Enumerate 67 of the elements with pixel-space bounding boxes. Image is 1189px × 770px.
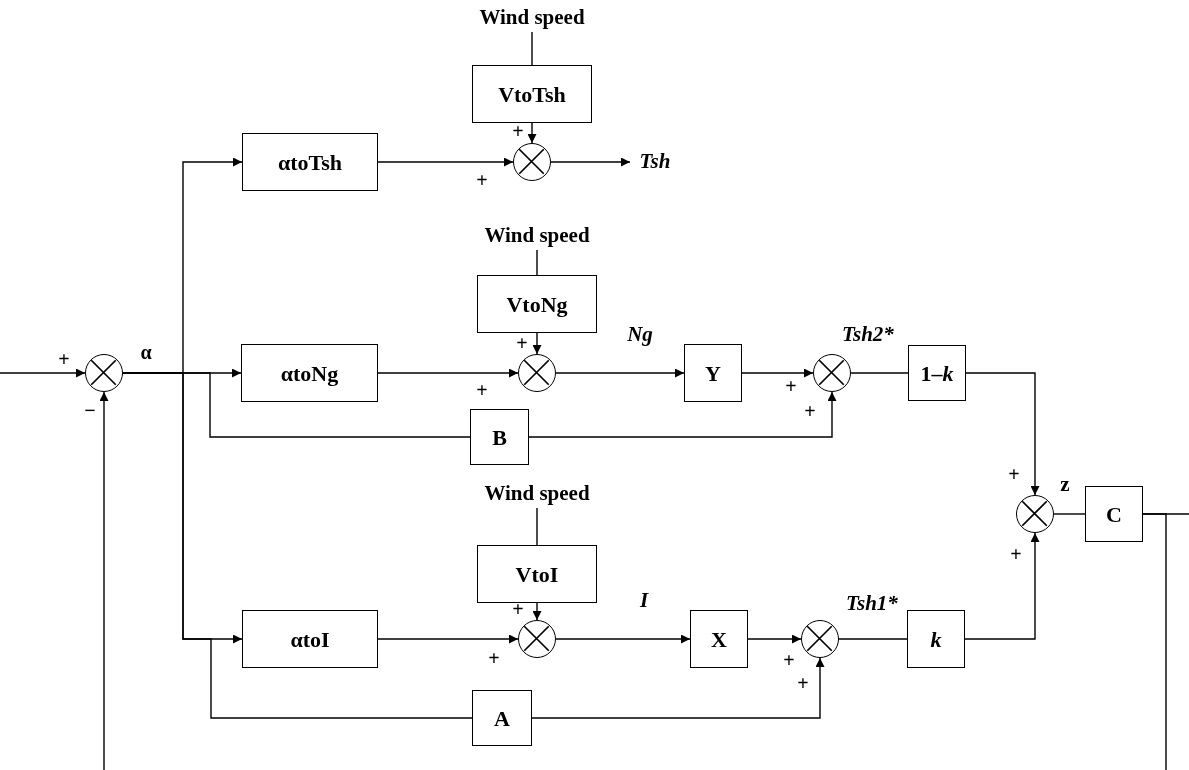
signal-line [550, 157, 631, 167]
signal-line [965, 372, 1040, 496]
transfer-function-block: X [690, 610, 748, 668]
signal-line [536, 507, 538, 546]
edge-label: Tsh1* [846, 592, 898, 614]
signal-line [747, 634, 802, 644]
summing-junction [813, 354, 851, 392]
output-signal-label: Tsh [630, 148, 680, 176]
signal-line [528, 391, 837, 438]
sign-label: + [476, 170, 488, 190]
sign-label: + [804, 401, 816, 421]
input-label: Wind speed [467, 480, 607, 508]
signal-line [531, 31, 533, 66]
signal-line [1142, 513, 1167, 770]
input-label: Wind speed [462, 4, 602, 32]
edge-label: Tsh2* [842, 323, 894, 345]
sign-label: + [1010, 544, 1022, 564]
signal-line [536, 249, 538, 276]
transfer-function-block: VtoI [477, 545, 597, 603]
transfer-function-block: αtoNg [241, 344, 378, 402]
signal-line [838, 638, 908, 640]
sign-label: + [476, 380, 488, 400]
summing-junction [513, 143, 551, 181]
transfer-function-block: αtoI [242, 610, 378, 668]
sign-label: + [516, 333, 528, 353]
signal-line [527, 122, 537, 144]
summing-junction [518, 620, 556, 658]
signal-label: α [140, 342, 152, 362]
sign-label: + [785, 376, 797, 396]
summing-junction [801, 620, 839, 658]
transfer-function-block: Y [684, 344, 742, 402]
signal-line [377, 368, 519, 378]
transfer-function-block: VtoTsh [472, 65, 592, 123]
input-label: Wind speed [467, 222, 607, 250]
transfer-function-block: k [907, 610, 965, 668]
signal-line [555, 368, 685, 378]
signal-line [532, 332, 542, 355]
sign-label: + [58, 349, 70, 369]
edge-label: I [639, 589, 649, 611]
transfer-function-block: A [472, 690, 532, 746]
sign-label: + [512, 121, 524, 141]
signal-line [850, 372, 909, 374]
summing-junction [1016, 495, 1054, 533]
summing-junction [518, 354, 556, 392]
signal-line [99, 391, 109, 770]
signal-line [964, 532, 1040, 640]
signal-line [555, 634, 691, 644]
edge-label: z [1060, 473, 1070, 495]
signal-line [531, 657, 825, 719]
signal-line [532, 602, 542, 621]
transfer-function-block: B [470, 409, 529, 465]
edge-label: Ng [627, 323, 653, 345]
summing-junction [85, 354, 123, 392]
transfer-function-block: VtoNg [477, 275, 597, 333]
sign-label: + [1008, 464, 1020, 484]
transfer-function-block: 1–k [908, 345, 966, 401]
sign-label: − [84, 400, 96, 420]
signal-line [741, 368, 814, 378]
transfer-function-block: αtoTsh [242, 133, 378, 191]
transfer-function-block: C [1085, 486, 1143, 542]
sign-label: + [488, 648, 500, 668]
signal-line [377, 157, 514, 167]
signal-line [377, 634, 519, 644]
sign-label: + [783, 650, 795, 670]
sign-label: + [797, 673, 809, 693]
signal-line [1053, 513, 1086, 515]
signal-line [0, 368, 86, 378]
